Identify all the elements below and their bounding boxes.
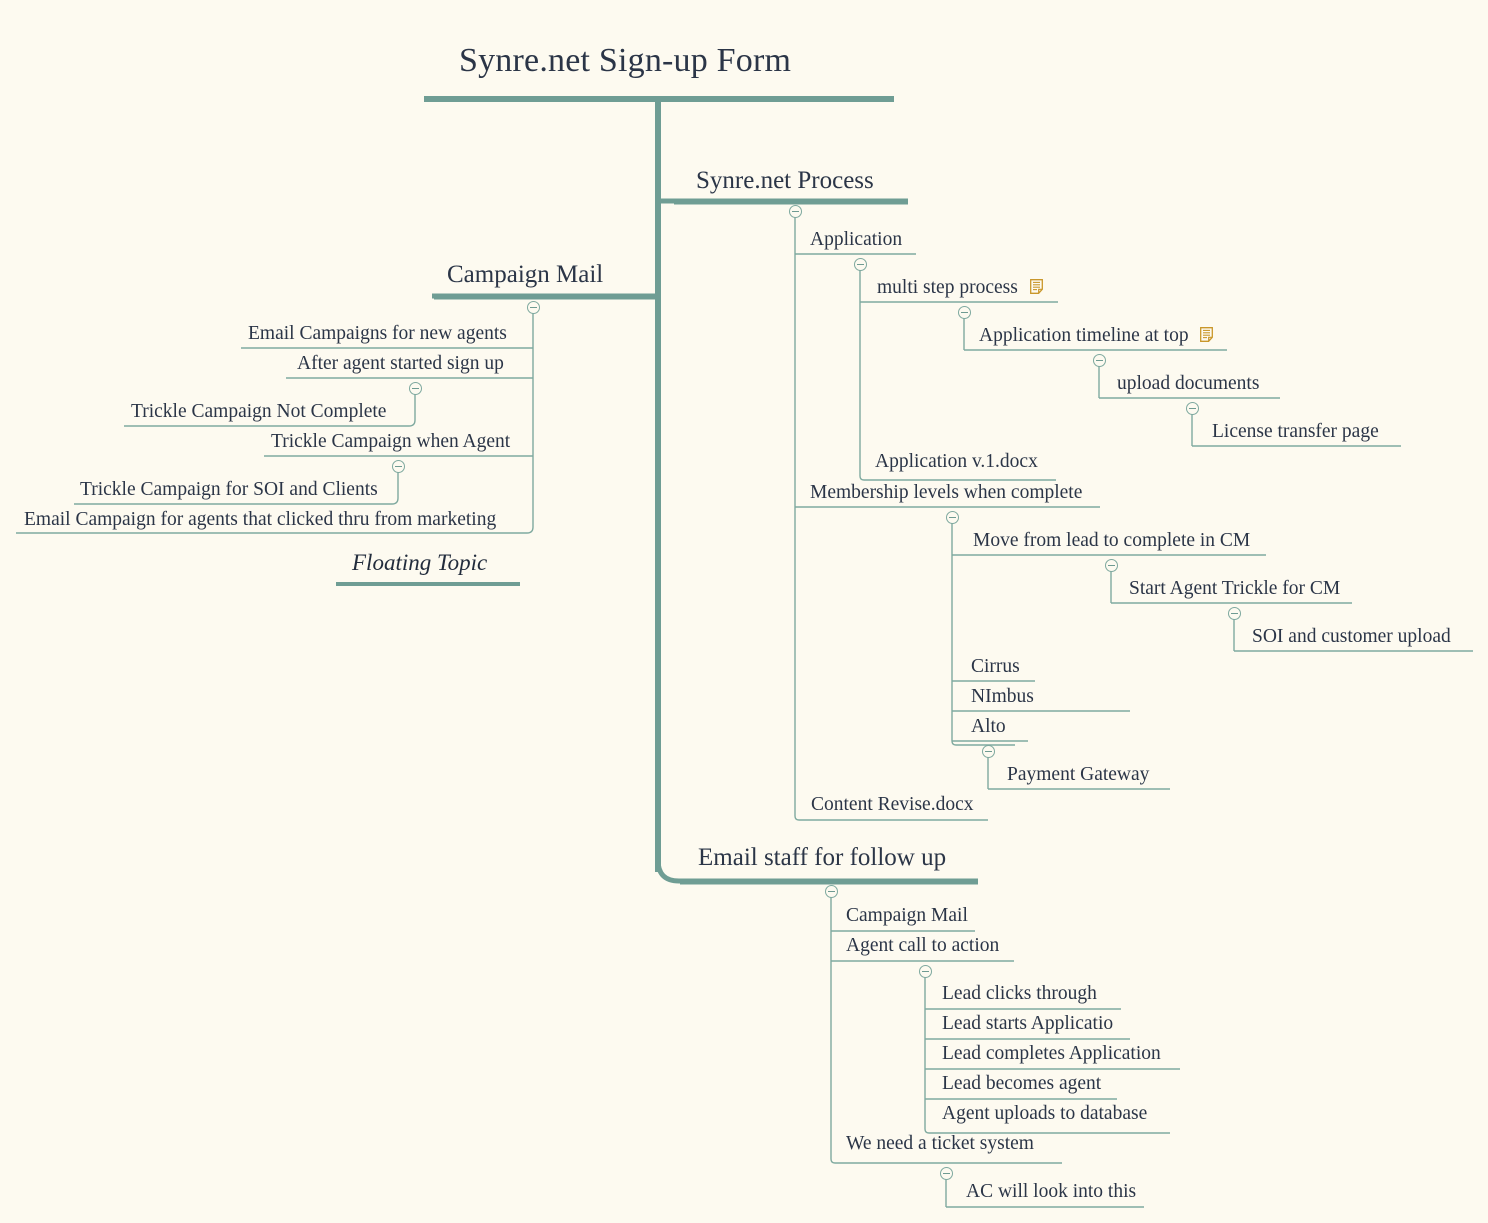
leaf-label: Application v.1.docx (875, 451, 1038, 472)
leaf-lead-starts-application[interactable]: Lead starts Applicatio (942, 1014, 1113, 1034)
collapse-toggle-campaign-mail-icon[interactable] (527, 301, 540, 314)
leaf-label: SOI and customer upload (1252, 626, 1451, 647)
leaf-nimbus[interactable]: NImbus (971, 687, 1034, 707)
floating-topic-label: Floating Topic (352, 550, 488, 575)
leaf-label: Payment Gateway (1007, 764, 1150, 785)
leaf-campaign-mail-followup[interactable]: Campaign Mail (846, 906, 968, 926)
root-topic[interactable]: Synre.net Sign-up Form (459, 44, 791, 78)
leaf-lead-completes-application[interactable]: Lead completes Application (942, 1044, 1161, 1064)
collapse-toggle-email-staff-icon[interactable] (825, 885, 838, 898)
leaf-label: Trickle Campaign for SOI and Clients (80, 479, 378, 500)
leaf-application-timeline-at-top[interactable]: Application timeline at top (979, 325, 1214, 346)
leaf-label: Lead starts Applicatio (942, 1013, 1114, 1034)
note-icon[interactable] (1200, 327, 1214, 342)
leaf-lead-becomes-agent[interactable]: Lead becomes agent (942, 1074, 1101, 1094)
leaf-label: License transfer page (1212, 421, 1379, 442)
leaf-soi-and-customer-upload[interactable]: SOI and customer upload (1252, 627, 1451, 647)
leaf-trickle-campaign-for-soi-and-clients[interactable]: Trickle Campaign for SOI and Clients (80, 480, 378, 500)
leaf-payment-gateway[interactable]: Payment Gateway (1007, 765, 1149, 785)
leaf-move-from-lead-to-complete-in-cm[interactable]: Move from lead to complete in CM (973, 531, 1250, 551)
leaf-trickle-campaign-not-complete[interactable]: Trickle Campaign Not Complete (131, 402, 386, 422)
collapse-toggle-app-timeline-icon[interactable] (1093, 354, 1106, 367)
leaf-ac-will-look-into-this[interactable]: AC will look into this (966, 1182, 1136, 1202)
leaf-upload-documents[interactable]: upload documents (1117, 374, 1259, 394)
leaf-label: Lead becomes agent (942, 1073, 1102, 1094)
leaf-label: upload documents (1117, 373, 1260, 394)
collapse-toggle-multi-step-icon[interactable] (958, 306, 971, 319)
leaf-cirrus[interactable]: Cirrus (971, 657, 1020, 677)
note-icon[interactable] (1029, 279, 1043, 294)
branch-label: Synre.net Process (696, 167, 874, 194)
leaf-label: Application (810, 229, 903, 250)
branch-label: Campaign Mail (447, 261, 604, 288)
branch-synre-net-process[interactable]: Synre.net Process (696, 168, 874, 193)
leaf-label: After agent started sign up (297, 353, 504, 374)
leaf-application[interactable]: Application (810, 230, 902, 250)
collapse-toggle-after-agent-started-icon[interactable] (409, 382, 422, 395)
leaf-multi-step-process[interactable]: multi step process (877, 278, 1043, 298)
leaf-label: Membership levels when complete (810, 482, 1083, 503)
leaf-email-campaign-clicked-thru[interactable]: Email Campaign for agents that clicked t… (24, 510, 496, 530)
leaf-label: Content Revise.docx (811, 794, 974, 815)
branch-campaign-mail[interactable]: Campaign Mail (447, 262, 603, 287)
leaf-label: Agent uploads to database (942, 1103, 1148, 1124)
leaf-content-revise-docx[interactable]: Content Revise.docx (811, 795, 973, 815)
collapse-toggle-move-from-lead-icon[interactable] (1105, 559, 1118, 572)
leaf-label: Campaign Mail (846, 905, 968, 926)
leaf-label: Trickle Campaign Not Complete (131, 401, 387, 422)
leaf-application-v1-docx[interactable]: Application v.1.docx (875, 452, 1038, 472)
branch-email-staff-follow-up[interactable]: Email staff for follow up (698, 845, 946, 870)
collapse-toggle-agent-call-action-icon[interactable] (919, 965, 932, 978)
leaf-start-agent-trickle-for-cm[interactable]: Start Agent Trickle for CM (1129, 579, 1340, 599)
leaf-label: Email Campaign for agents that clicked t… (24, 509, 497, 530)
leaf-label: We need a ticket system (846, 1133, 1034, 1154)
floating-topic[interactable]: Floating Topic (352, 551, 487, 574)
collapse-toggle-application-icon[interactable] (854, 258, 867, 271)
leaf-label: Lead completes Application (942, 1043, 1161, 1064)
leaf-label: Agent call to action (846, 935, 1000, 956)
leaf-label: Lead clicks through (942, 983, 1097, 1004)
leaf-label: Alto (971, 716, 1006, 737)
collapse-toggle-membership-levels-icon[interactable] (946, 511, 959, 524)
leaf-label: Cirrus (971, 656, 1020, 677)
leaf-agent-call-to-action[interactable]: Agent call to action (846, 936, 999, 956)
leaf-label: AC will look into this (966, 1181, 1137, 1202)
leaf-label: Trickle Campaign when Agent (271, 431, 511, 452)
collapse-toggle-upload-documents-icon[interactable] (1186, 402, 1199, 415)
leaf-we-need-a-ticket-system[interactable]: We need a ticket system (846, 1134, 1034, 1154)
root-topic-label: Synre.net Sign-up Form (459, 42, 792, 79)
leaf-label: Start Agent Trickle for CM (1129, 578, 1341, 599)
leaf-membership-levels-when-complete[interactable]: Membership levels when complete (810, 483, 1082, 503)
collapse-toggle-start-agent-trickle-icon[interactable] (1228, 607, 1241, 620)
collapse-toggle-ticket-system-icon[interactable] (940, 1167, 953, 1180)
collapse-toggle-synre-process-icon[interactable] (789, 205, 802, 218)
leaf-label: NImbus (971, 686, 1034, 707)
leaf-label: multi step process (877, 277, 1018, 298)
leaf-email-campaigns-for-new-agents[interactable]: Email Campaigns for new agents (248, 324, 507, 344)
leaf-trickle-campaign-when-agent[interactable]: Trickle Campaign when Agent (271, 432, 510, 452)
collapse-toggle-trickle-when-agent-icon[interactable] (392, 460, 405, 473)
leaf-lead-clicks-through[interactable]: Lead clicks through (942, 984, 1097, 1004)
leaf-alto[interactable]: Alto (971, 717, 1006, 737)
leaf-label: Application timeline at top (979, 325, 1189, 346)
leaf-license-transfer-page[interactable]: License transfer page (1212, 422, 1379, 442)
branch-label: Email staff for follow up (698, 844, 947, 871)
leaf-label: Email Campaigns for new agents (248, 323, 507, 344)
leaf-agent-uploads-to-database[interactable]: Agent uploads to database (942, 1104, 1147, 1124)
leaf-after-agent-started-sign-up[interactable]: After agent started sign up (297, 354, 504, 374)
leaf-label: Move from lead to complete in CM (973, 530, 1251, 551)
collapse-toggle-alto-icon[interactable] (982, 745, 995, 758)
